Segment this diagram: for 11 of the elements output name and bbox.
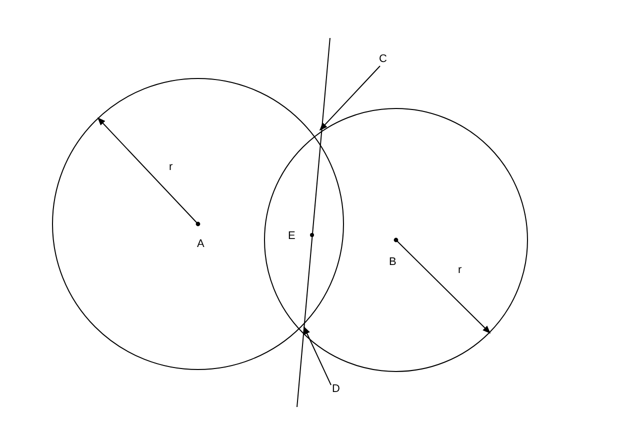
point-label: E <box>288 230 296 243</box>
circle <box>264 108 528 372</box>
dimension-label: r <box>169 161 173 174</box>
dimension-label: r <box>458 264 462 277</box>
leader-line <box>319 66 380 131</box>
point-label: D <box>332 383 340 396</box>
leader-line <box>304 326 332 386</box>
circle <box>52 78 344 370</box>
point-label: B <box>389 256 396 269</box>
point-label: A <box>197 238 204 251</box>
point-label: C <box>379 53 387 66</box>
